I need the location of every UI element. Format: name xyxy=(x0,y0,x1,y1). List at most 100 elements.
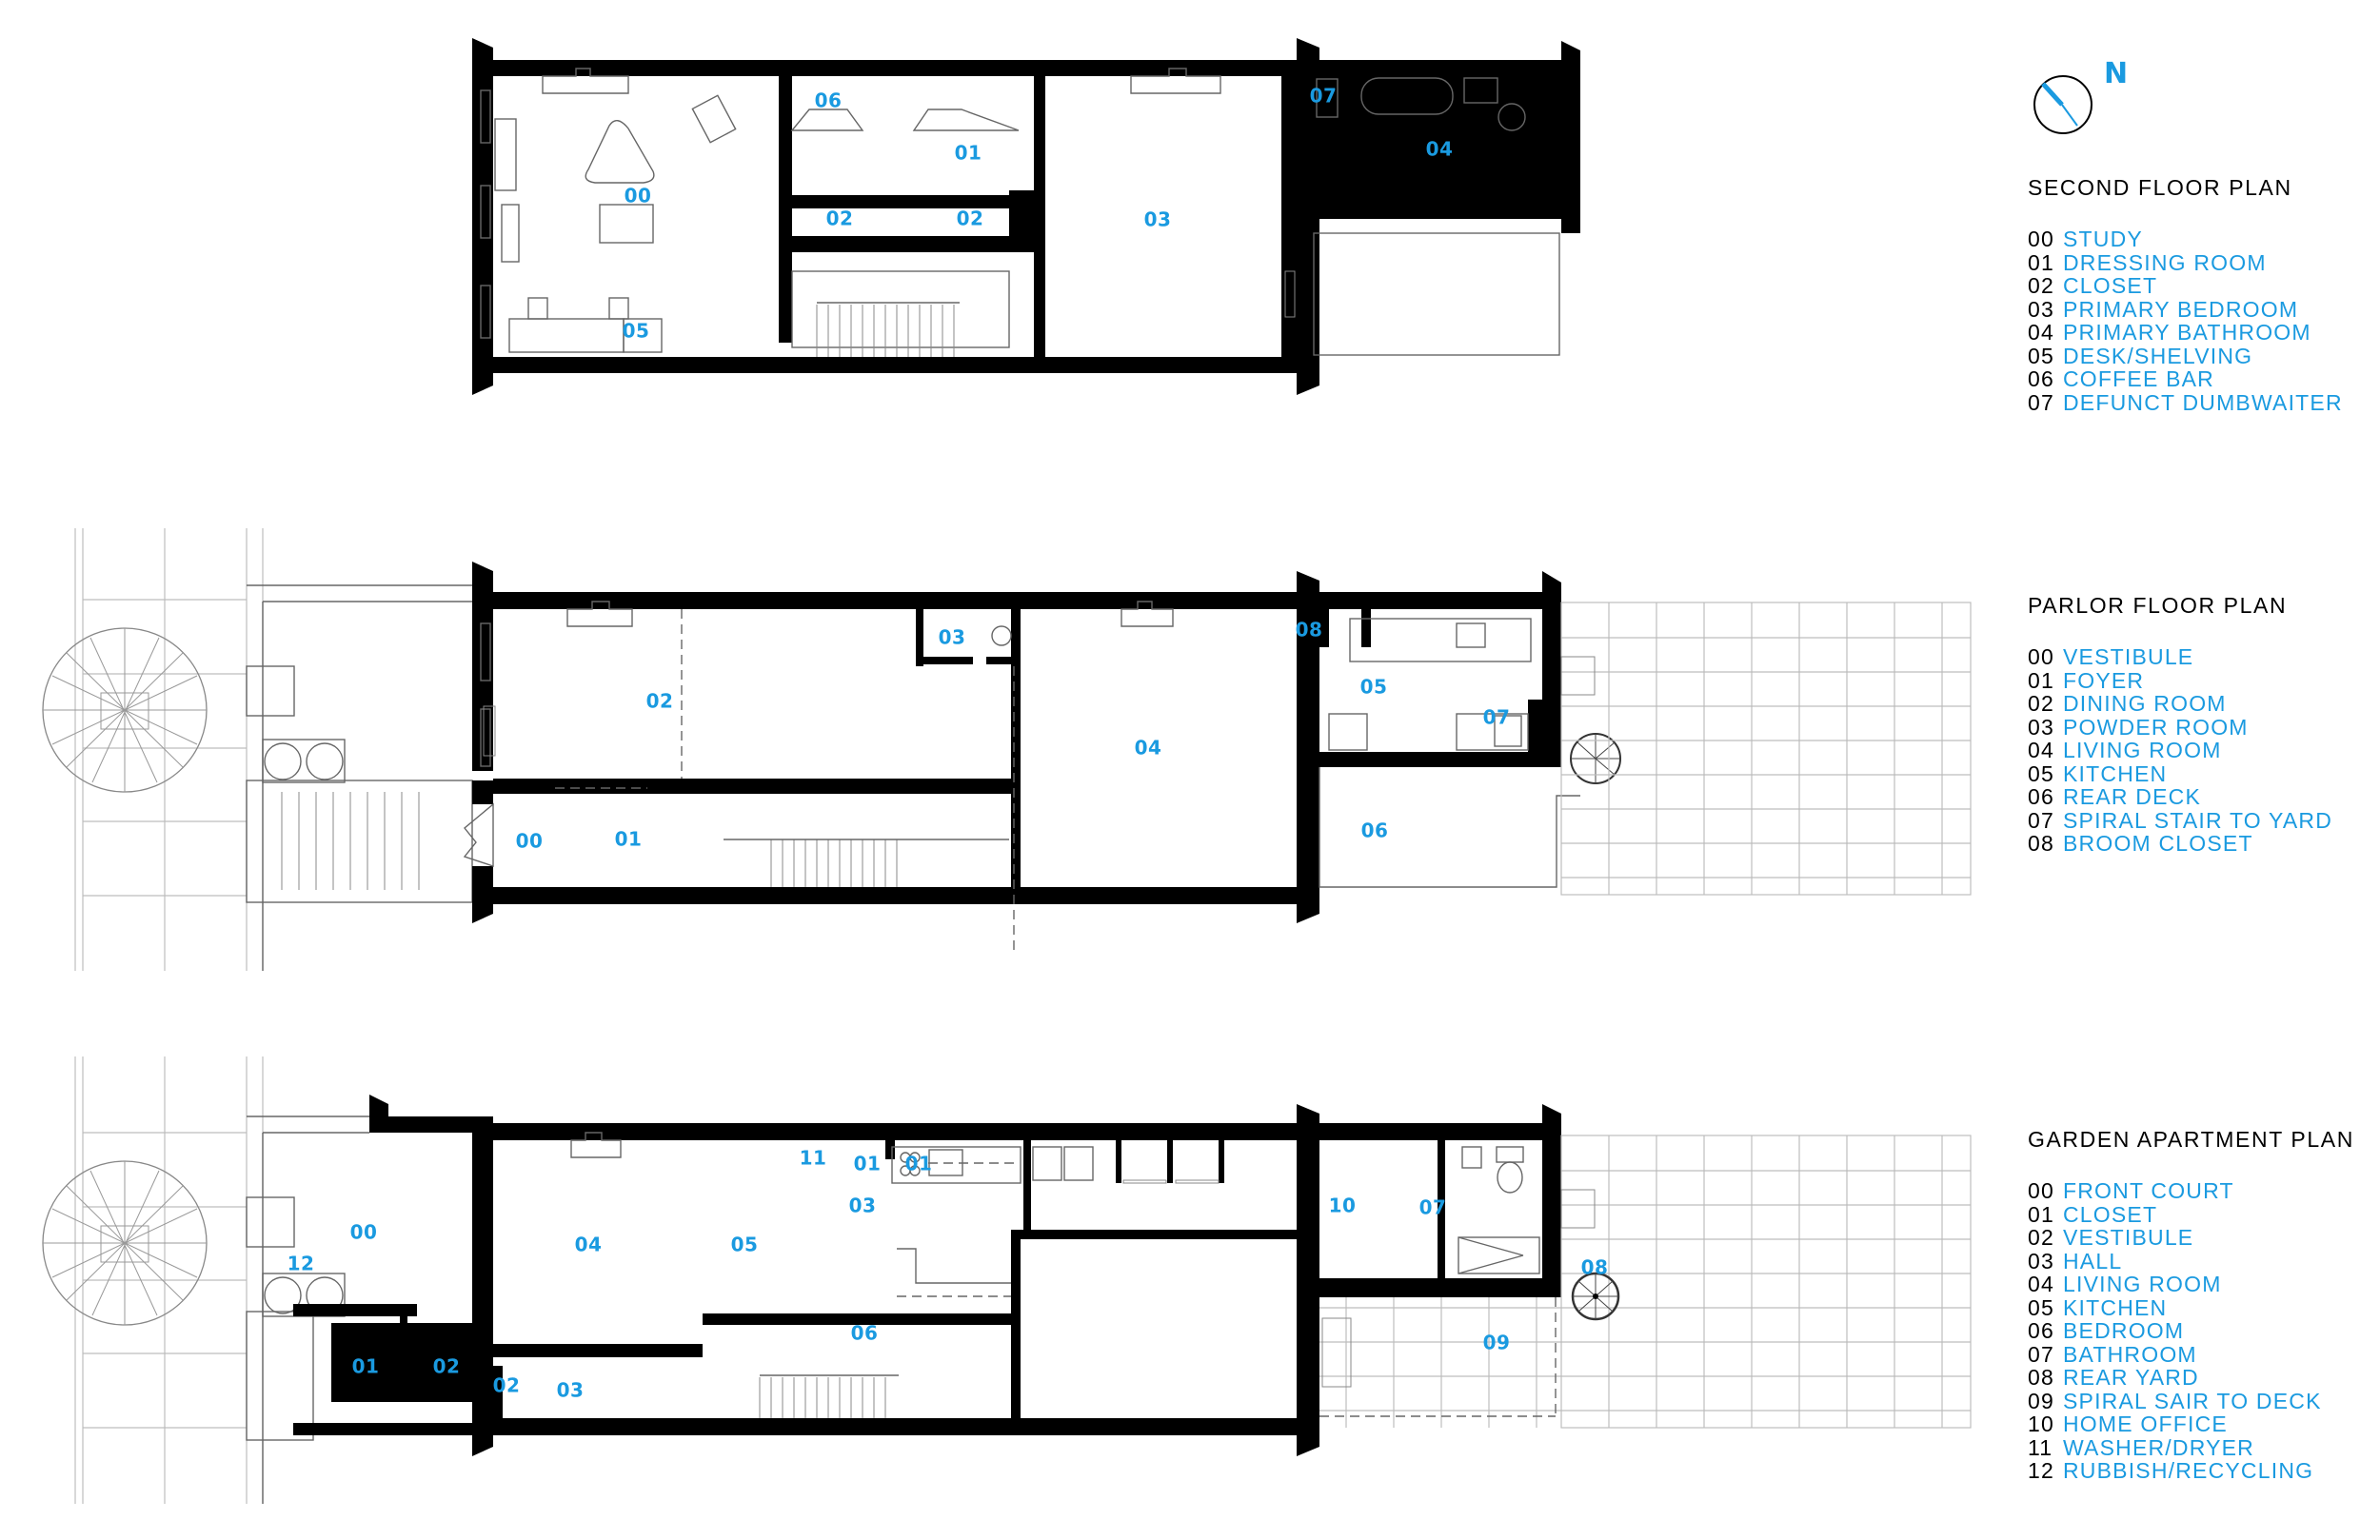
legend-room-name: CLOSET xyxy=(2063,273,2158,298)
legend-number: 03 xyxy=(2028,714,2054,740)
legend-item: 08 REAR YARD xyxy=(2028,1366,2380,1390)
legend-number: 05 xyxy=(2028,1294,2054,1320)
legend-room-name: DESK/SHELVING xyxy=(2063,343,2253,368)
room-number-label: 06 xyxy=(1361,819,1389,842)
room-number-label: 01 xyxy=(615,828,643,851)
legend-room-name: KITCHEN xyxy=(2063,760,2168,786)
legend-number: 08 xyxy=(2028,831,2054,856)
legend-number: 06 xyxy=(2028,1318,2054,1343)
legend-item: 05 DESK/SHELVING xyxy=(2028,343,2380,368)
north-label: N xyxy=(2104,57,2129,90)
legend-room-name: REAR DECK xyxy=(2063,784,2201,809)
legend-title: PARLOR FLOOR PLAN xyxy=(2028,593,2288,618)
room-number-label: 03 xyxy=(939,626,966,649)
parlor-floor-plan xyxy=(42,528,1972,971)
legend-item: 05 KITCHEN xyxy=(2028,760,2380,786)
legend-item: 07 DEFUNCT DUMBWAITER xyxy=(2028,389,2380,415)
room-number-label: 06 xyxy=(851,1322,879,1345)
legend-item: 01 FOYER xyxy=(2028,667,2380,693)
legend-number: 04 xyxy=(2028,320,2054,345)
garden-apartment-plan xyxy=(42,1056,1972,1504)
legend-room-name: LIVING ROOM xyxy=(2063,1272,2222,1296)
legend-room-name: VESTIBULE xyxy=(2063,644,2194,669)
legend-item: 02 VESTIBULE xyxy=(2028,1226,2380,1250)
legend-room-name: BEDROOM xyxy=(2063,1318,2185,1343)
legend-number: 05 xyxy=(2028,760,2054,786)
legend-room-name: HALL xyxy=(2063,1248,2123,1273)
legend-item: 02 DINING ROOM xyxy=(2028,692,2380,716)
legend-number: 07 xyxy=(2028,389,2054,415)
legend-number: 05 xyxy=(2028,343,2054,368)
legend-room-name: PRIMARY BEDROOM xyxy=(2063,296,2299,322)
room-number-label: 11 xyxy=(800,1147,827,1170)
room-number-label: 07 xyxy=(1483,706,1511,729)
legend-number: 02 xyxy=(2028,691,2054,716)
legend-room-name: DEFUNCT DUMBWAITER xyxy=(2063,389,2343,415)
legend-room-name: KITCHEN xyxy=(2063,1294,2168,1320)
legend-number: 04 xyxy=(2028,738,2054,762)
room-number-label: 12 xyxy=(288,1253,315,1275)
legend-number: 01 xyxy=(2028,667,2054,693)
room-number-label: 01 xyxy=(905,1153,933,1175)
legend-room-name: REAR YARD xyxy=(2063,1365,2199,1390)
legend-number: 00 xyxy=(2028,227,2054,251)
room-number-label: 04 xyxy=(1426,138,1454,161)
room-number-label: 00 xyxy=(350,1221,378,1244)
legend-item: 12 RUBBISH/RECYCLING xyxy=(2028,1459,2380,1483)
legend-room-name: FOYER xyxy=(2063,667,2145,693)
room-number-label: 09 xyxy=(1483,1332,1511,1354)
legend-item: 00 STUDY xyxy=(2028,227,2380,251)
legend-room-name: DINING ROOM xyxy=(2063,691,2227,716)
north-arrow-icon xyxy=(2033,75,2092,134)
spiral-stair-icon xyxy=(1570,733,1621,784)
legend-room-name: DRESSING ROOM xyxy=(2063,249,2267,275)
legend-item: 11 WASHER/DRYER xyxy=(2028,1434,2380,1460)
legend-room-name: VESTIBULE xyxy=(2063,1225,2194,1250)
legend-number: 08 xyxy=(2028,1365,2054,1390)
room-number-label: 04 xyxy=(575,1234,603,1256)
legend-number: 02 xyxy=(2028,1225,2054,1250)
room-number-label: 04 xyxy=(1135,737,1162,760)
legend-room-name: FRONT COURT xyxy=(2063,1178,2234,1203)
room-number-label: 08 xyxy=(1581,1256,1609,1279)
legend-room-name: RUBBISH/RECYCLING xyxy=(2063,1458,2314,1483)
legend-number: 03 xyxy=(2028,296,2054,322)
legend-item: 00 VESTIBULE xyxy=(2028,645,2380,669)
legend-number: 11 xyxy=(2028,1434,2053,1460)
room-number-label: 08 xyxy=(1296,619,1323,642)
legend-room-name: WASHER/DRYER xyxy=(2063,1434,2254,1460)
room-number-label: 01 xyxy=(955,142,982,165)
legend-number: 00 xyxy=(2028,644,2054,669)
room-number-label: 01 xyxy=(854,1153,882,1175)
legend-number: 09 xyxy=(2028,1388,2054,1413)
room-number-label: 00 xyxy=(516,830,544,853)
room-number-label: 02 xyxy=(826,207,854,230)
legend-room-name: BATHROOM xyxy=(2063,1341,2197,1367)
room-number-label: 02 xyxy=(433,1355,461,1378)
legend-room-name: CLOSET xyxy=(2063,1201,2158,1227)
spiral-stair-icon xyxy=(1571,1272,1620,1321)
north-arrow: N xyxy=(2032,57,2146,143)
room-number-label: 07 xyxy=(1310,85,1338,108)
legend-number: 12 xyxy=(2028,1458,2054,1483)
room-number-label: 05 xyxy=(623,320,650,343)
legend-room-name: STUDY xyxy=(2063,227,2143,251)
legend-number: 03 xyxy=(2028,1248,2054,1273)
room-number-label: 00 xyxy=(625,185,652,207)
legend-number: 07 xyxy=(2028,807,2054,833)
legend-item: 05 KITCHEN xyxy=(2028,1294,2380,1320)
